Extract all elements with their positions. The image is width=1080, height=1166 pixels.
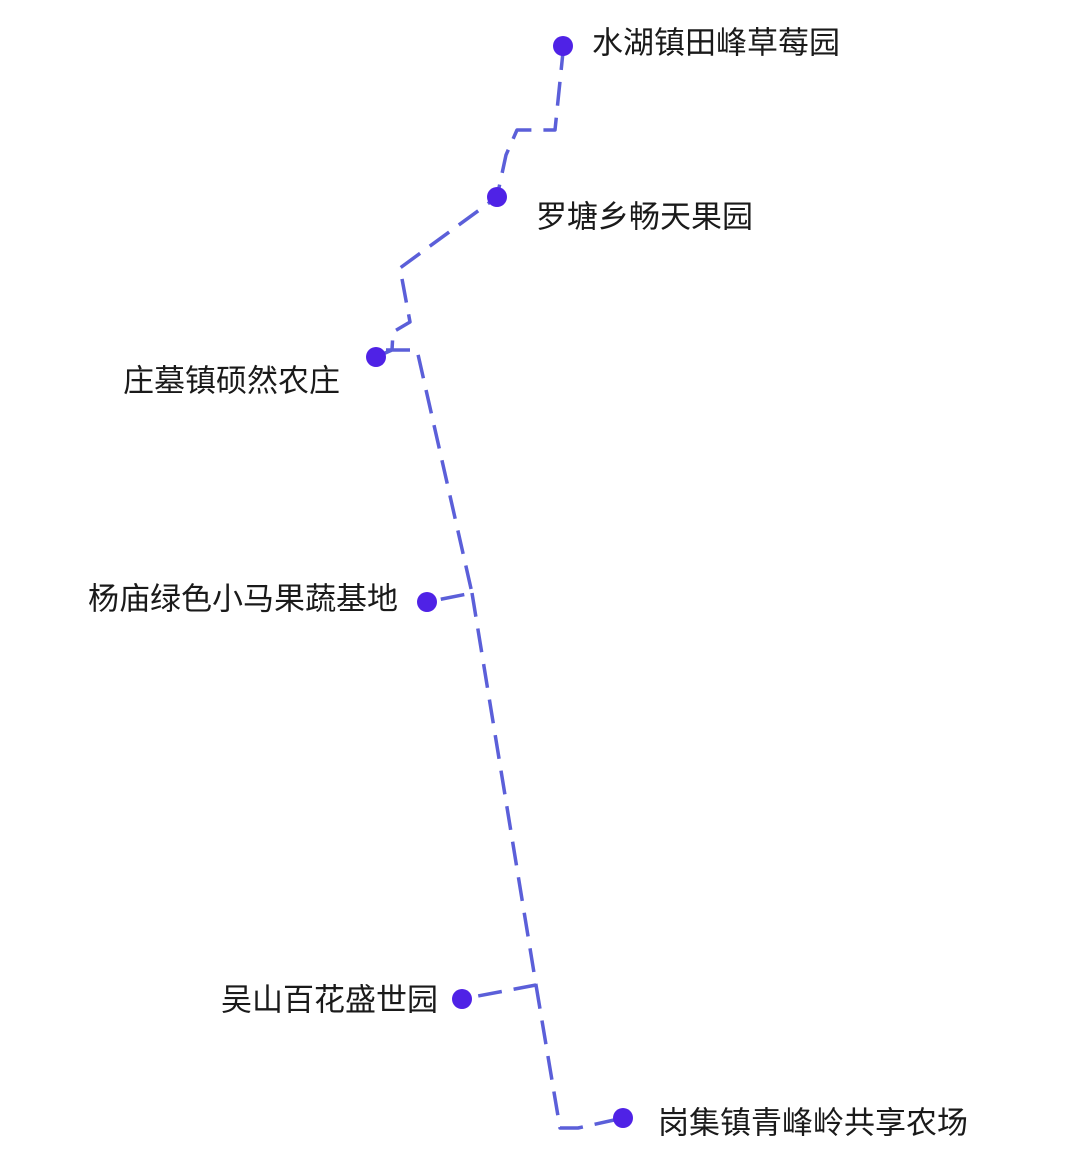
stop-marker-icon[interactable] [613, 1108, 633, 1128]
stop-marker-icon[interactable] [553, 36, 573, 56]
stop-label: 吴山百花盛世园 [221, 983, 438, 1019]
stop-label: 罗塘乡畅天果园 [536, 200, 753, 236]
stop-marker-icon[interactable] [417, 592, 437, 612]
stop-wushan[interactable]: 吴山百花盛世园 [221, 983, 472, 1019]
stop-yangmiao[interactable]: 杨庙绿色小马果蔬基地 [88, 582, 437, 618]
stop-zhuangmu[interactable]: 庄墓镇硕然农庄 [123, 347, 386, 400]
stop-luotang[interactable]: 罗塘乡畅天果园 [487, 187, 753, 236]
stop-shuihu[interactable]: 水湖镇田峰草莓园 [553, 26, 840, 62]
stop-gangji[interactable]: 岗集镇青峰岭共享农场 [613, 1106, 968, 1142]
stop-marker-icon[interactable] [452, 989, 472, 1009]
stop-marker-icon[interactable] [366, 347, 386, 367]
stop-label: 庄墓镇硕然农庄 [123, 364, 340, 400]
stop-marker-icon[interactable] [487, 187, 507, 207]
stop-label: 杨庙绿色小马果蔬基地 [88, 582, 398, 618]
stop-label: 岗集镇青峰岭共享农场 [658, 1106, 968, 1142]
stop-label: 水湖镇田峰草莓园 [592, 26, 840, 62]
